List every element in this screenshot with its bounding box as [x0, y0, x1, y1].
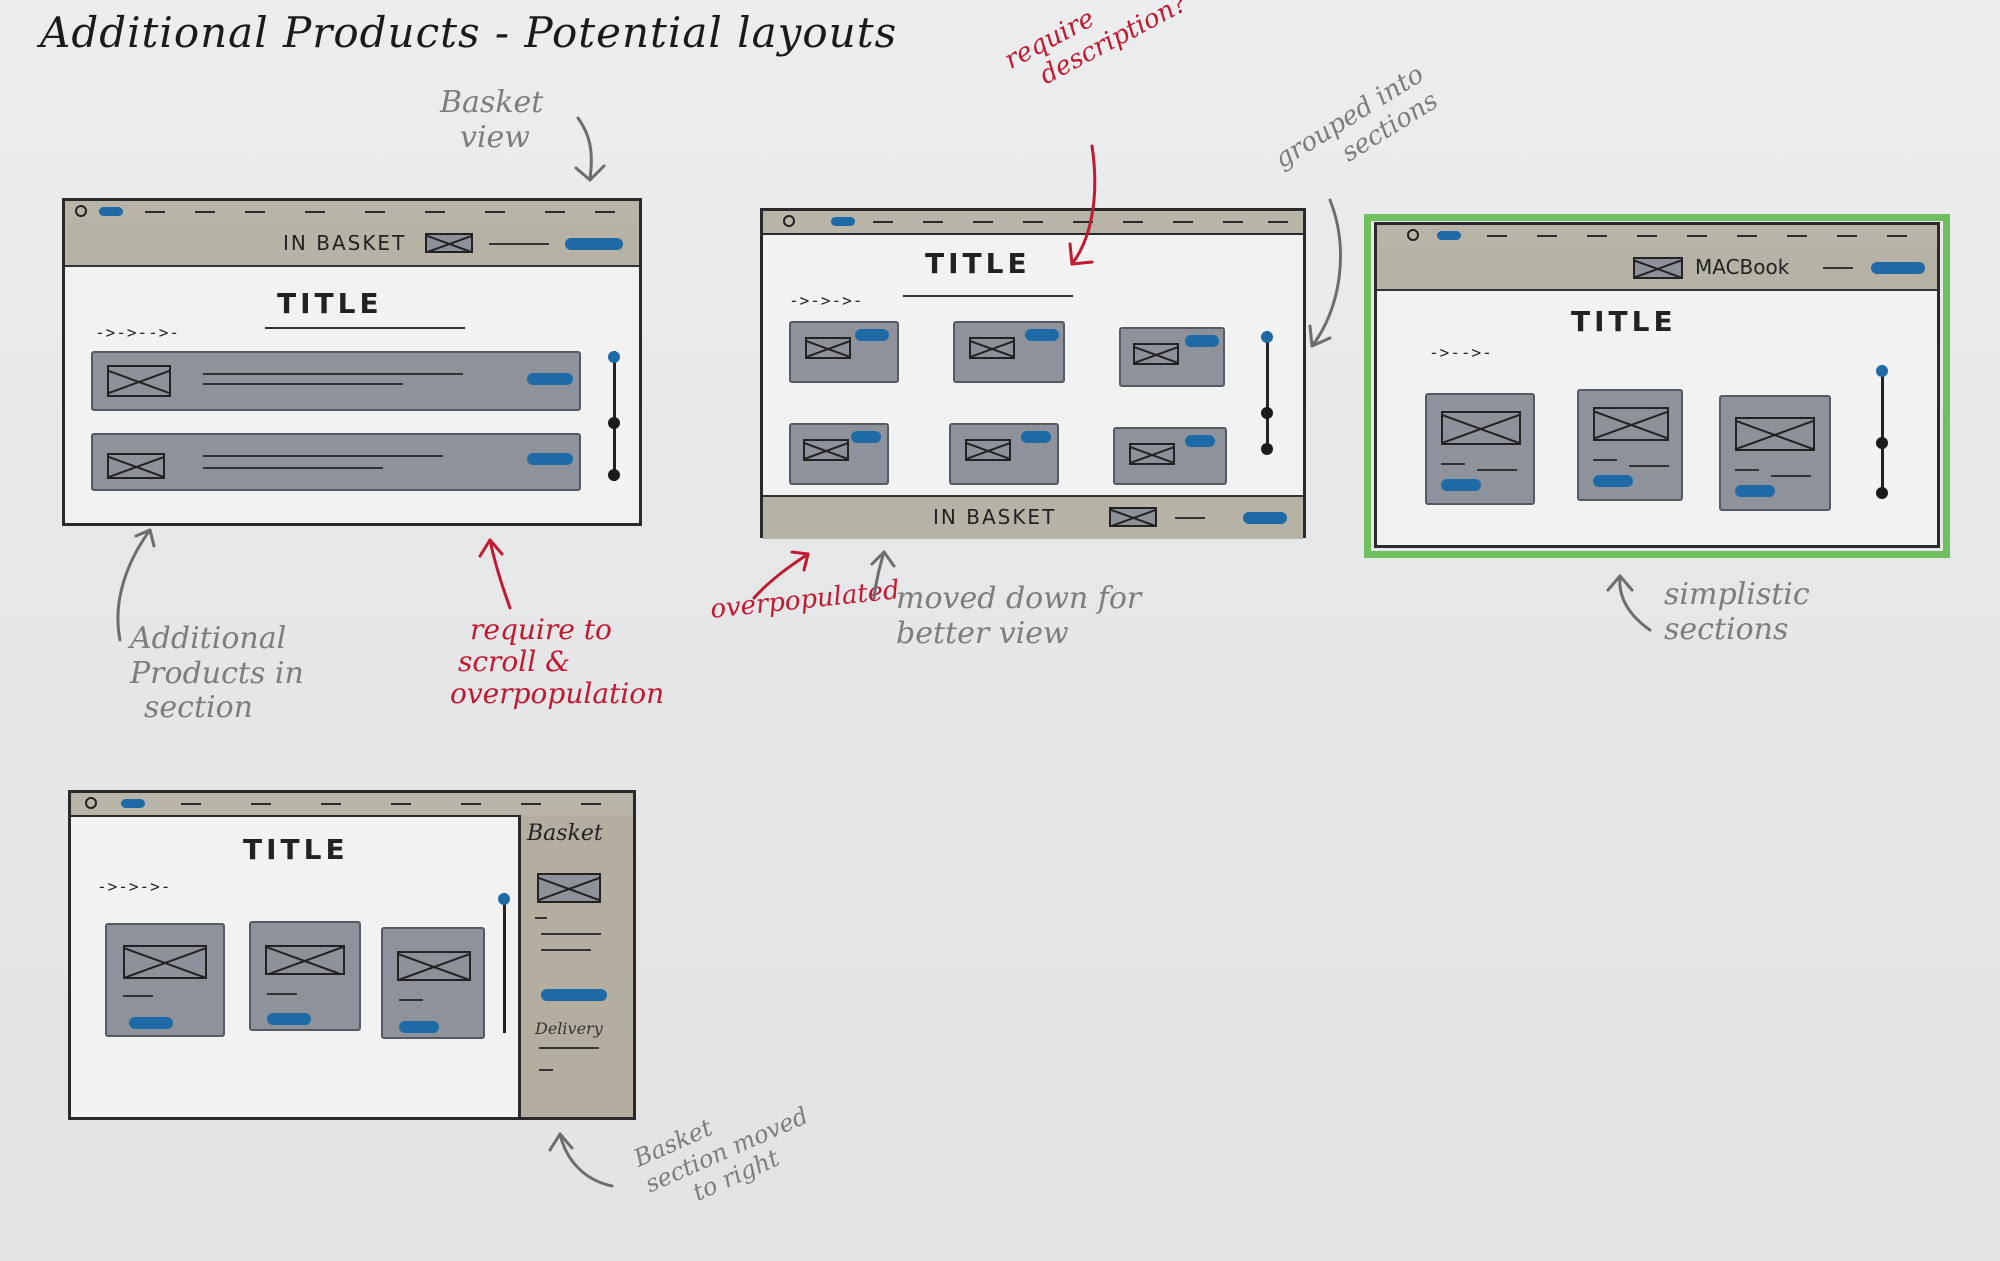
wireframe-basket-view: IN BASKET TITLE ->->-->-	[62, 198, 642, 526]
breadcrumb: ->-->-	[1429, 343, 1493, 362]
product-card[interactable]	[789, 321, 899, 383]
basket-side-panel: Basket Delivery	[518, 815, 633, 1117]
wireframe-basket-right: TITLE ->->->- Basket Delivery	[68, 790, 636, 1120]
product-card[interactable]	[949, 423, 1059, 485]
checkout-button[interactable]	[541, 989, 607, 1001]
product-image-placeholder-icon	[1129, 443, 1175, 465]
window-dot-icon	[75, 205, 87, 217]
product-card[interactable]	[249, 921, 361, 1031]
product-card[interactable]	[381, 927, 485, 1039]
basket-bar-label: MACBook	[1695, 255, 1790, 279]
breadcrumb: ->->-->-	[95, 323, 181, 342]
breadcrumb: ->->->-	[789, 291, 864, 310]
product-row[interactable]	[91, 351, 581, 411]
basket-image-placeholder-icon	[1109, 507, 1157, 527]
basket-side-title: Basket	[527, 821, 603, 846]
product-image-placeholder-icon	[397, 951, 471, 981]
product-card[interactable]	[789, 423, 889, 485]
scroll-thumb[interactable]	[1261, 331, 1273, 343]
product-image-placeholder-icon	[1441, 411, 1521, 445]
product-card[interactable]	[1113, 427, 1227, 485]
wireframe-title: TITLE	[1571, 305, 1677, 338]
product-image-placeholder-icon	[1593, 407, 1669, 441]
basket-bar-label: IN BASKET	[933, 505, 1057, 529]
product-image-placeholder-icon	[965, 439, 1011, 461]
basket-side-delivery: Delivery	[535, 1019, 603, 1038]
product-card[interactable]	[105, 923, 225, 1037]
wireframe-title: TITLE	[277, 287, 383, 320]
annotation-moved-down: moved down for better view	[896, 581, 1142, 651]
window-blue-pill	[1437, 231, 1461, 240]
basket-image-placeholder-icon	[425, 233, 473, 253]
product-card[interactable]	[1119, 327, 1225, 387]
product-row[interactable]	[91, 433, 581, 491]
window-blue-pill	[99, 207, 123, 216]
scroll-thumb[interactable]	[1876, 365, 1888, 377]
annotation-additional-products: Additional Products in section	[130, 621, 304, 725]
wireframe-title: TITLE	[243, 833, 349, 866]
breadcrumb: ->->->-	[97, 877, 172, 896]
scroll-thumb[interactable]	[608, 351, 620, 363]
basket-image-placeholder-icon	[1633, 257, 1683, 279]
page-title: Additional Products - Potential layouts	[40, 8, 898, 57]
product-image-placeholder-icon	[1735, 417, 1815, 451]
window-chrome	[65, 201, 639, 225]
basket-bar-bottom: IN BASKET	[763, 495, 1303, 539]
product-card[interactable]	[1719, 395, 1831, 511]
product-image-placeholder-icon	[969, 337, 1015, 359]
wireframe-simplistic-sections: MACBook TITLE ->-->-	[1374, 222, 1940, 548]
product-image-placeholder-icon	[123, 945, 207, 979]
window-chrome	[1377, 225, 1937, 249]
product-image-placeholder-icon	[1133, 343, 1179, 365]
scroll-thumb[interactable]	[498, 893, 510, 905]
product-image-placeholder-icon	[805, 337, 851, 359]
checkout-button[interactable]	[565, 238, 623, 250]
add-button[interactable]	[527, 373, 573, 385]
product-image-placeholder-icon	[107, 365, 171, 397]
scrollbar[interactable]	[613, 351, 616, 481]
product-card[interactable]	[953, 321, 1065, 383]
product-image-placeholder-icon	[107, 453, 165, 479]
annotation-simplistic-sections: simplistic sections	[1664, 577, 1810, 647]
basket-bar: IN BASKET	[65, 223, 639, 267]
scrollbar[interactable]	[1881, 365, 1884, 495]
window-dot-icon	[1407, 229, 1419, 241]
basket-image-placeholder-icon	[537, 873, 601, 903]
checkout-button[interactable]	[1243, 512, 1287, 524]
window-chrome	[71, 793, 633, 817]
window-chrome	[763, 211, 1303, 235]
window-dot-icon	[85, 797, 97, 809]
basket-bar: MACBook	[1377, 247, 1937, 291]
annotation-basket-view: Basket view	[440, 85, 544, 155]
wireframe-grouped-sections: TITLE ->->->- IN BASKET	[760, 208, 1306, 539]
checkout-button[interactable]	[1871, 262, 1925, 274]
product-card[interactable]	[1577, 389, 1683, 501]
annotation-require-scroll: require to scroll & overpopulation	[450, 613, 665, 711]
wireframe-title: TITLE	[925, 247, 1031, 280]
window-blue-pill	[121, 799, 145, 808]
window-dot-icon	[783, 215, 795, 227]
scrollbar[interactable]	[1266, 331, 1269, 451]
basket-bar-label: IN BASKET	[283, 231, 407, 255]
product-image-placeholder-icon	[803, 439, 849, 461]
window-blue-pill	[831, 217, 855, 226]
product-image-placeholder-icon	[265, 945, 345, 975]
product-card[interactable]	[1425, 393, 1535, 505]
add-button[interactable]	[527, 453, 573, 465]
selected-layout-highlight	[1364, 214, 1950, 558]
scrollbar[interactable]	[503, 893, 506, 1033]
